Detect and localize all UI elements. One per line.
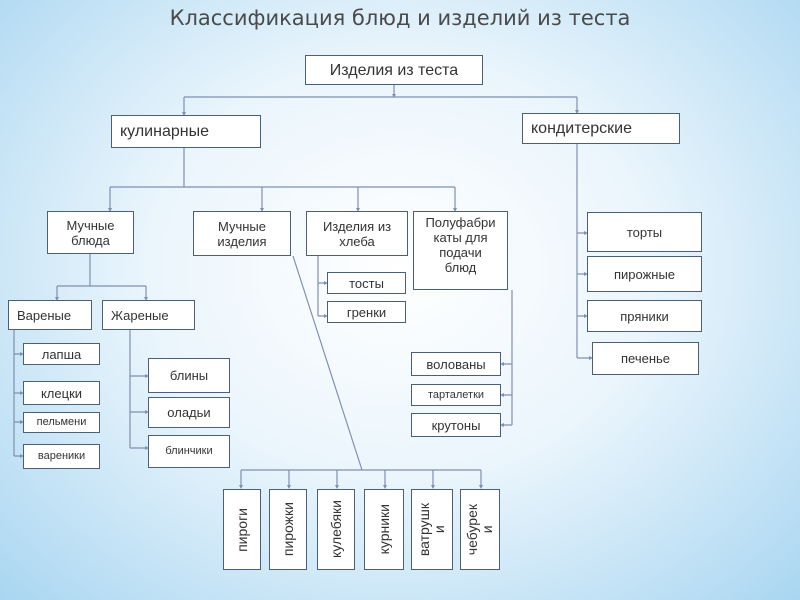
node-torty: торты [587,212,702,252]
node-confectionery: кондитерские [522,113,680,144]
node-pelmeni: пельмени [23,412,100,433]
connector-flour-dishes [56,254,147,300]
connector-root [183,85,578,115]
node-flour-products: Мучные изделия [193,211,291,256]
node-kurniki-label: курники [375,504,392,555]
node-vatrushki: ватрушк и [411,489,453,570]
connector-semi [502,290,513,426]
node-bliny: блины [148,358,230,393]
node-oladyi: оладьи [148,397,230,428]
node-root: Изделия из теста [305,55,483,85]
node-blinchiki: блинчики [148,435,230,468]
node-pirogi: пироги [223,489,261,570]
node-bread-products: Изделия из хлеба [306,211,408,256]
connector-bread [317,256,326,317]
node-tartaletki: тарталетки [411,384,501,406]
node-flour-dishes: Мучные блюда [47,211,134,254]
node-boiled: Вареные [8,300,92,330]
node-pirozhki: пирожки [269,489,307,570]
connector-culinary [109,148,456,211]
node-pirozhnye: пирожные [587,256,702,292]
node-dumplings-kletski: клецки [23,381,100,405]
node-chebureki: чебурек и [460,489,500,570]
connector-boiled [13,330,22,457]
node-kulebyaki: кулебяки [317,489,355,570]
node-krutony: крутоны [411,413,501,437]
node-pryaniki: пряники [587,300,702,332]
node-pirozhki-label: пирожки [279,502,296,557]
node-chebureki-label: чебурек и [464,503,495,556]
node-noodles: лапша [23,343,100,365]
node-semi-finished: Полуфабри каты для подачи блюд [413,211,508,290]
connector-flour-products-items [240,469,482,488]
node-vatrushki-label: ватрушк и [416,502,447,557]
page-title: Классификация блюд и изделий из теста [169,6,631,30]
node-pirogi-label: пироги [233,507,250,552]
node-fried: Жареные [102,300,195,330]
node-kulebyaki-label: кулебяки [327,500,344,559]
node-culinary: кулинарные [111,115,261,148]
node-kurniki: курники [364,489,404,570]
connector-confectionery [576,144,591,359]
node-croutons-grenki: гренки [327,301,406,323]
connector-flour-products [292,255,363,471]
node-toasts: тосты [327,272,406,294]
node-pechenye: печенье [592,342,699,375]
node-vareniki: вареники [23,444,100,469]
node-volovany: волованы [411,352,501,376]
connector-fried [129,330,147,449]
